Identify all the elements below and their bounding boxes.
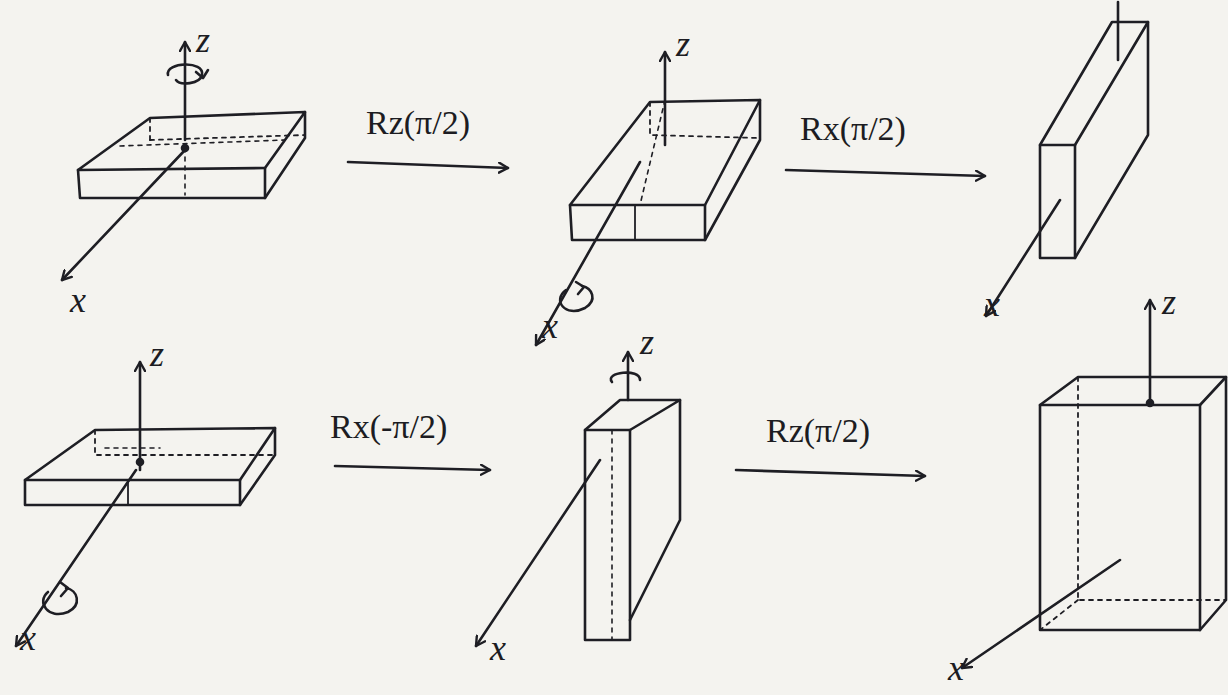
- axis-label: z: [150, 336, 164, 372]
- rotation-arrow: [736, 470, 925, 476]
- rotation-arrow: [335, 466, 490, 470]
- axis-label: z: [1162, 284, 1176, 320]
- axis-label: z: [676, 26, 690, 62]
- slab-figure: [62, 42, 305, 280]
- axis-label: x: [542, 308, 558, 344]
- axis-label: z: [640, 324, 654, 360]
- axis-label: x: [70, 282, 86, 318]
- rotation-label: Rx(π/2): [800, 112, 906, 146]
- slab-figure: [16, 362, 275, 646]
- rotation-label: Rz(π/2): [366, 106, 470, 140]
- axis-label: z: [196, 22, 210, 58]
- rotation-arrow: [348, 162, 508, 168]
- slab-figure: [986, 2, 1148, 316]
- axis-label: x: [20, 620, 36, 656]
- rotation-arrow: [786, 170, 985, 176]
- rotation-label: Rx(-π/2): [330, 410, 447, 444]
- axis-label: x: [490, 630, 506, 666]
- box-figure: [962, 300, 1226, 668]
- slab-figure: [536, 52, 760, 345]
- axis-label: x: [948, 650, 964, 686]
- rotation-label: Rz(π/2): [766, 414, 870, 448]
- slab-figure: [476, 352, 680, 646]
- axis-label: x: [984, 286, 1000, 322]
